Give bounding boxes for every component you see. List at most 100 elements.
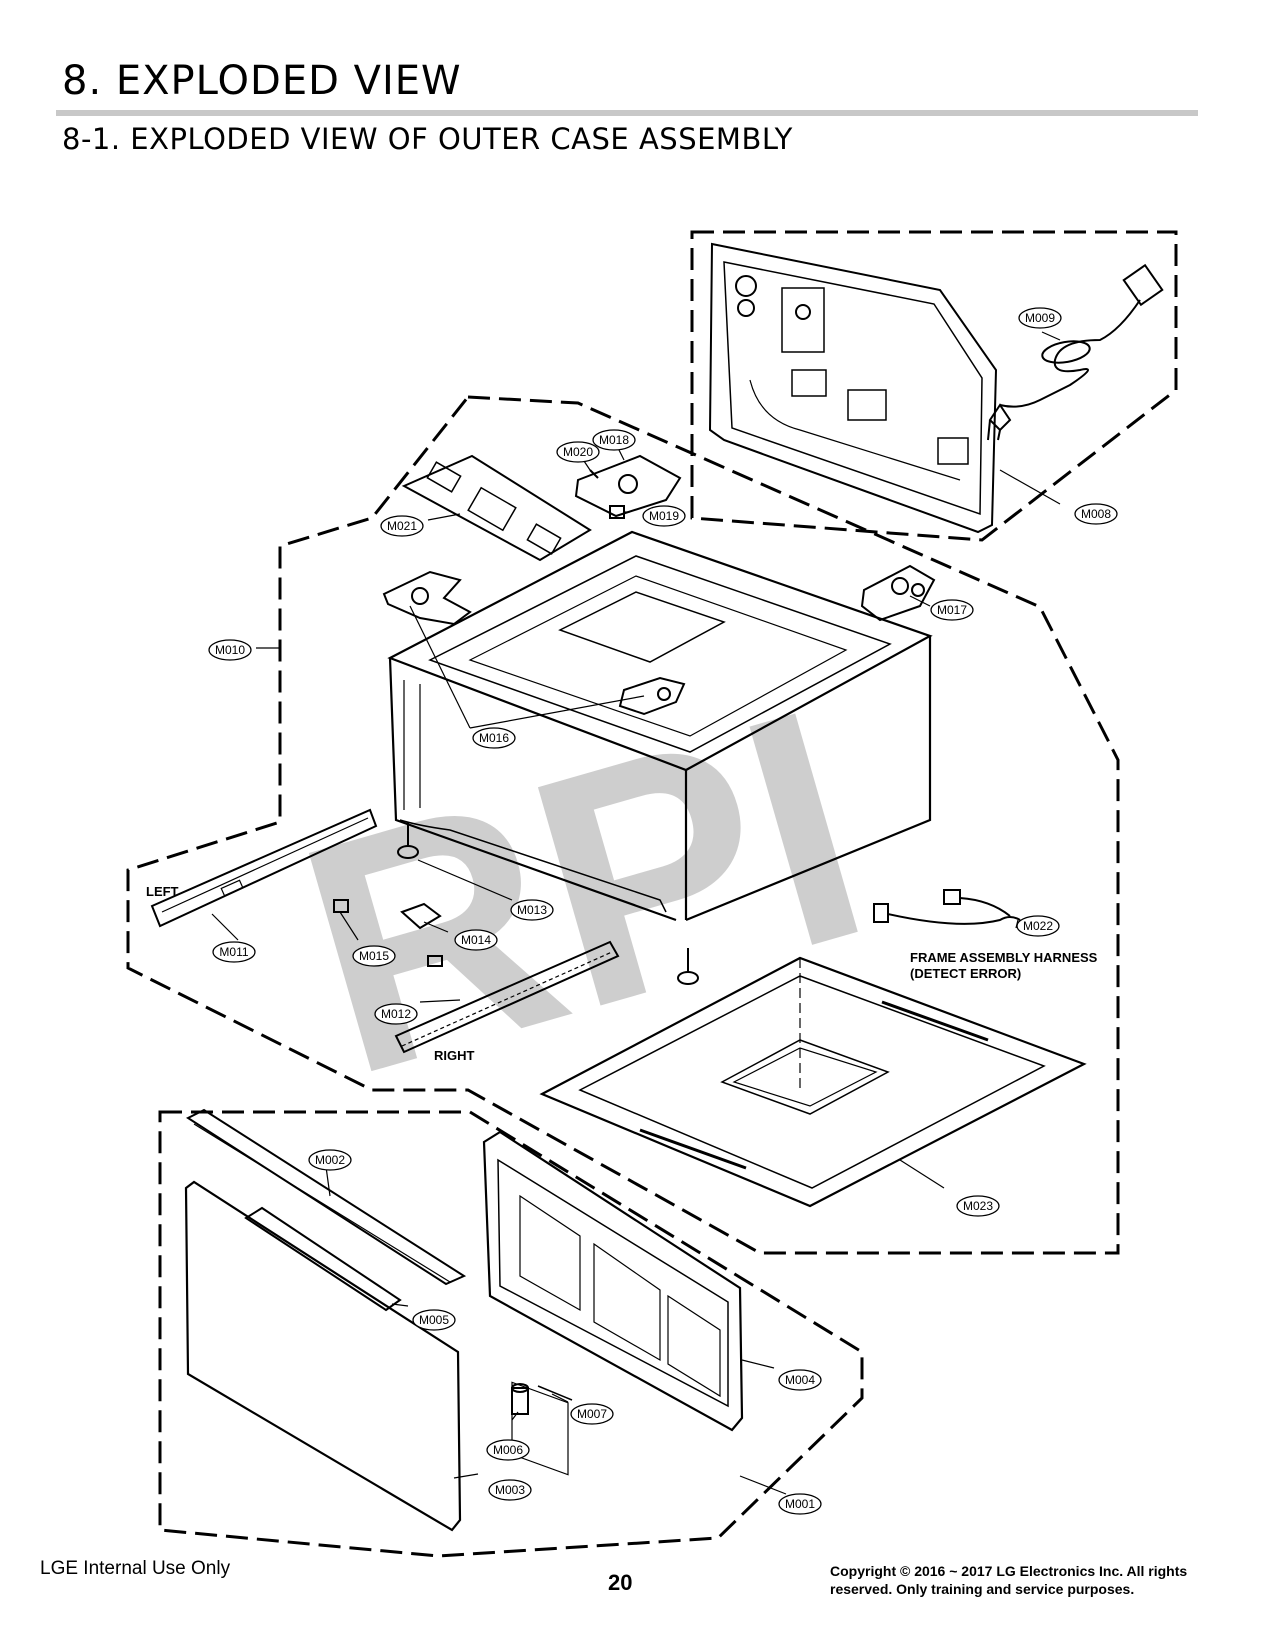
copyright-line-2: reserved. Only training and service purp… bbox=[830, 1581, 1135, 1597]
callout-oval bbox=[208, 639, 252, 661]
part-m014 bbox=[400, 902, 442, 930]
callout-m019: M019 bbox=[642, 505, 686, 527]
label-harness-line2: (DETECT ERROR) bbox=[910, 966, 1021, 981]
harness-m022 bbox=[873, 889, 1021, 925]
callout-m001: M001 bbox=[778, 1493, 822, 1515]
page-number: 20 bbox=[608, 1570, 633, 1595]
part-m007 bbox=[537, 1385, 573, 1401]
callout-oval bbox=[556, 441, 600, 463]
callout-m015: M015 bbox=[352, 945, 396, 967]
callout-m013: M013 bbox=[510, 899, 554, 921]
callout-label: M021 bbox=[387, 519, 417, 533]
callout-oval bbox=[642, 505, 686, 527]
callout-oval bbox=[1074, 503, 1118, 525]
callout-oval bbox=[374, 1003, 418, 1025]
callout-oval bbox=[570, 1403, 614, 1425]
page-title: 8. EXPLODED VIEW bbox=[62, 58, 462, 104]
power-cord-m009 bbox=[987, 263, 1164, 441]
footer-copyright: Copyright © 2016 ~ 2017 LG Electronics I… bbox=[830, 1562, 1240, 1598]
label-left: LEFT bbox=[146, 884, 179, 899]
callout-label: M007 bbox=[577, 1407, 607, 1421]
callout-m011: M011 bbox=[212, 941, 256, 963]
callout-oval bbox=[510, 899, 554, 921]
callout-m012: M012 bbox=[374, 1003, 418, 1025]
callout-label: M011 bbox=[219, 945, 248, 959]
callout-m020: M020 bbox=[556, 441, 600, 463]
leveling-foot-m013 bbox=[397, 822, 699, 985]
front-frame-m004 bbox=[482, 1130, 744, 1476]
rear-panel-m008 bbox=[708, 242, 998, 534]
callout-oval bbox=[930, 599, 974, 621]
label-right: RIGHT bbox=[434, 1048, 475, 1063]
copyright-line-1: Copyright © 2016 ~ 2017 LG Electronics I… bbox=[830, 1563, 1188, 1579]
front-panel-group-boundary bbox=[158, 1110, 864, 1558]
callout-label: M017 bbox=[937, 603, 967, 617]
callout-m017: M017 bbox=[930, 599, 974, 621]
callout-label: M012 bbox=[381, 1007, 411, 1021]
bracket-m016 bbox=[382, 570, 686, 716]
drawer-top-m002 bbox=[185, 1108, 467, 1286]
callout-label: M003 bbox=[495, 1483, 525, 1497]
label-harness-line1: FRAME ASSEMBLY HARNESS bbox=[910, 950, 1098, 965]
rear-panel-group-boundary bbox=[690, 230, 1178, 542]
callout-oval bbox=[488, 1479, 532, 1501]
callout-m004: M004 bbox=[778, 1369, 822, 1391]
callout-oval bbox=[380, 515, 424, 537]
part-m015 bbox=[333, 899, 443, 967]
section-title: 8-1. EXPLODED VIEW OF OUTER CASE ASSEMBL… bbox=[62, 122, 793, 156]
screw-m020 bbox=[589, 469, 599, 479]
callout-m023: M023 bbox=[956, 1195, 1000, 1217]
cabinet-m010 bbox=[387, 530, 933, 922]
callout-oval bbox=[412, 1309, 456, 1331]
left-rail-m011 bbox=[150, 808, 378, 928]
callout-m016: M016 bbox=[472, 727, 516, 749]
callout-oval bbox=[212, 941, 256, 963]
callout-oval bbox=[1018, 307, 1062, 329]
callout-oval bbox=[778, 1369, 822, 1391]
callout-m010: M010 bbox=[208, 639, 252, 661]
callout-label: M022 bbox=[1023, 919, 1053, 933]
callout-oval bbox=[352, 945, 396, 967]
callout-oval bbox=[472, 727, 516, 749]
base-plate-m023 bbox=[539, 956, 1087, 1208]
callout-label: M002 bbox=[315, 1153, 345, 1167]
callout-label: M006 bbox=[493, 1443, 523, 1457]
callout-m005: M005 bbox=[412, 1309, 456, 1331]
callout-label: M009 bbox=[1025, 311, 1055, 325]
callout-oval bbox=[592, 429, 636, 451]
callout-oval bbox=[454, 929, 498, 951]
drawer-front-m003 bbox=[184, 1180, 462, 1532]
group-boundaries bbox=[126, 230, 1178, 1558]
right-rail-m012 bbox=[394, 940, 620, 1054]
callout-oval bbox=[956, 1195, 1000, 1217]
footer-internal-use: LGE Internal Use Only bbox=[40, 1558, 231, 1579]
callout-m003: M003 bbox=[488, 1479, 532, 1501]
bracket-m017 bbox=[860, 564, 936, 622]
callout-m008: M008 bbox=[1074, 503, 1118, 525]
callout-oval bbox=[1016, 915, 1060, 937]
callout-m007: M007 bbox=[570, 1403, 614, 1425]
title-rule bbox=[56, 110, 1198, 116]
callout-oval bbox=[778, 1493, 822, 1515]
callout-m022: M022 bbox=[1016, 915, 1060, 937]
callout-m009: M009 bbox=[1018, 307, 1062, 329]
callout-label: M016 bbox=[479, 731, 509, 745]
callout-label: M013 bbox=[517, 903, 547, 917]
callout-label: M020 bbox=[563, 445, 593, 459]
callout-label: M004 bbox=[785, 1373, 815, 1387]
handle-m005 bbox=[244, 1206, 402, 1312]
callout-label: M014 bbox=[461, 933, 491, 947]
callout-oval bbox=[486, 1439, 530, 1461]
callout-label: M015 bbox=[359, 949, 389, 963]
callout-m006: M006 bbox=[486, 1439, 530, 1461]
part-m006 bbox=[511, 1383, 529, 1415]
callout-m018: M018 bbox=[592, 429, 636, 451]
callout-label: M018 bbox=[599, 433, 629, 447]
callout-label: M001 bbox=[785, 1497, 815, 1511]
callout-label: M023 bbox=[963, 1199, 993, 1213]
callout-m021: M021 bbox=[380, 515, 424, 537]
callout-m014: M014 bbox=[454, 929, 498, 951]
cabinet-group-boundary bbox=[126, 395, 1120, 1255]
